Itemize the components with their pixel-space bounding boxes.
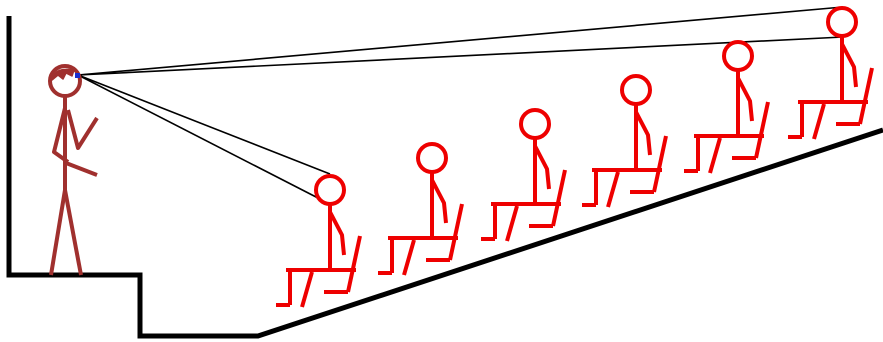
audience-head bbox=[521, 110, 549, 138]
audience-head bbox=[828, 8, 856, 36]
audience-arm bbox=[535, 146, 549, 189]
audience-head bbox=[418, 144, 446, 172]
speaker-right-leg bbox=[65, 190, 81, 275]
speaker-far-arm bbox=[68, 110, 97, 148]
audience-arm bbox=[432, 180, 446, 223]
chair-legs bbox=[404, 240, 414, 275]
audience-head bbox=[622, 76, 650, 104]
chair-back bbox=[348, 236, 360, 292]
chair-back bbox=[553, 170, 565, 226]
chair-legs bbox=[608, 172, 618, 207]
audience-member-3 bbox=[481, 110, 565, 241]
chair-legs bbox=[814, 104, 824, 139]
speaker-arm-cross bbox=[66, 163, 97, 175]
audience-member-1 bbox=[276, 176, 360, 307]
audience-arm bbox=[636, 112, 650, 155]
chair-legs bbox=[710, 138, 720, 173]
audience-head bbox=[316, 176, 344, 204]
audience bbox=[276, 8, 872, 307]
speaker-left-leg bbox=[51, 190, 65, 275]
sightline-lower-top bbox=[78, 75, 330, 174]
audience-arm bbox=[330, 212, 344, 255]
audience-member-5 bbox=[684, 42, 768, 173]
audience-member-2 bbox=[378, 144, 462, 275]
chair-legs bbox=[302, 272, 312, 307]
chair-back bbox=[450, 204, 462, 260]
speaker-figure bbox=[50, 66, 97, 275]
chair-legs bbox=[507, 206, 517, 241]
speaker-eye bbox=[75, 73, 80, 78]
sightlines bbox=[78, 7, 843, 198]
sightline-upper-bottom bbox=[78, 37, 843, 75]
audience-arm bbox=[738, 78, 752, 121]
floor-outline bbox=[9, 16, 883, 336]
audience-member-6 bbox=[788, 8, 872, 139]
chair-back bbox=[654, 136, 666, 192]
audience-arm bbox=[842, 44, 856, 87]
sightline-lower-bottom bbox=[78, 75, 318, 198]
chair-back bbox=[756, 102, 768, 158]
audience-head bbox=[724, 42, 752, 70]
chair-back bbox=[860, 68, 872, 124]
audience-member-4 bbox=[582, 76, 666, 207]
